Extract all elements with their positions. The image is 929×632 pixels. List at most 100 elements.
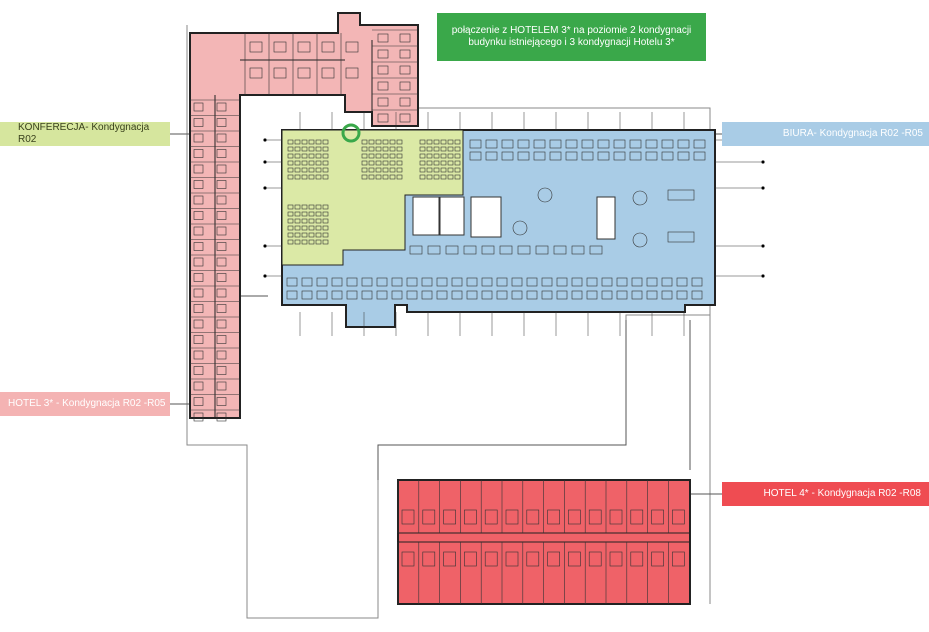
conference-seat — [433, 167, 440, 173]
conference-seat — [368, 153, 375, 159]
hotel3-bed — [216, 195, 227, 205]
hotel3-bed — [249, 67, 263, 79]
office-desk — [451, 277, 463, 287]
conference-seat — [315, 218, 322, 224]
axis-marker — [263, 138, 267, 142]
conference-seat — [382, 167, 389, 173]
office-desk — [501, 139, 514, 149]
axis-marker — [761, 186, 765, 190]
conference-seat — [433, 160, 440, 166]
conference-seat — [301, 153, 308, 159]
conference-seat — [308, 146, 315, 152]
office-desk — [541, 277, 553, 287]
conference-seat — [361, 174, 368, 180]
office-desk — [511, 290, 523, 300]
hotel4-bed — [401, 551, 415, 567]
office-desk — [693, 139, 706, 149]
connection-marker — [341, 123, 361, 143]
conference-seat — [308, 232, 315, 238]
conference-seat — [308, 174, 315, 180]
hotel3-bed — [193, 211, 204, 220]
conference-seat — [440, 167, 447, 173]
hotel3-bed — [216, 319, 227, 329]
hotel3-bed — [399, 113, 411, 123]
office-desk — [316, 290, 328, 300]
conference-seat — [308, 225, 315, 231]
conference-seat — [419, 153, 426, 159]
conference-seat — [447, 160, 454, 166]
conference-seat — [419, 160, 426, 166]
conference-seat — [294, 218, 301, 224]
hotel3-bed — [345, 41, 359, 53]
hotel3-bed — [216, 304, 227, 313]
hotel3-bed — [216, 242, 227, 251]
office-desk — [526, 277, 538, 287]
hotel3-bed — [321, 67, 335, 79]
conference-seat — [382, 160, 389, 166]
office-desk — [469, 151, 482, 161]
hotel4-bed — [547, 551, 560, 567]
office-desk — [535, 245, 549, 255]
conference-seat — [375, 174, 382, 180]
hotel4-room-grid — [397, 480, 685, 604]
office-desk — [541, 290, 553, 300]
office-desk — [406, 290, 418, 300]
office-desk — [361, 290, 373, 300]
hotel3-bed — [193, 350, 204, 360]
office-desk — [533, 151, 546, 161]
conference-seat — [396, 160, 403, 166]
conference-seat — [419, 167, 426, 173]
office-desk — [496, 277, 508, 287]
office-desk — [661, 139, 674, 149]
hotel4-bed — [505, 509, 519, 525]
conference-seat — [315, 153, 322, 159]
conference-seat — [294, 204, 301, 210]
hotel4-bed — [484, 551, 498, 567]
conference-seat — [301, 167, 308, 173]
office-desk — [496, 290, 508, 300]
conference-seat — [361, 160, 368, 166]
conference-seat — [308, 153, 315, 159]
conference-seat — [454, 174, 461, 180]
conference-seat — [322, 232, 329, 238]
conference-seat — [375, 160, 382, 166]
conference-seat — [294, 167, 301, 173]
office-desk — [361, 277, 373, 287]
conference-seat — [322, 146, 329, 152]
hotel4-bed — [568, 551, 581, 567]
office-desk — [556, 277, 568, 287]
hotel4-bed — [401, 509, 415, 525]
conference-seat — [389, 139, 396, 145]
hotel4-bed — [443, 509, 456, 525]
hotel3-area — [189, 12, 419, 419]
hotel3-bed — [321, 41, 335, 53]
hotel3-bed — [216, 273, 227, 282]
office-desk — [511, 277, 523, 287]
conference-seat — [287, 139, 294, 145]
conference-seat — [322, 160, 329, 166]
conference-seat — [308, 239, 315, 245]
office-desk — [421, 290, 433, 300]
office-desk — [517, 139, 530, 149]
hotel3-bed — [193, 257, 204, 267]
hotel3-bed — [399, 97, 411, 107]
hotel4-bed — [422, 551, 436, 567]
hotel3-bed — [193, 412, 204, 422]
office-desk — [517, 245, 531, 255]
conference-seat — [361, 167, 368, 173]
office-desk — [616, 277, 628, 287]
office-desk — [556, 290, 568, 300]
conference-seat — [447, 139, 454, 145]
conference-seat — [322, 139, 329, 145]
conference-seat — [322, 167, 329, 173]
hotel3-label: HOTEL 3* - Kondygnacja R02 -R05 — [0, 392, 170, 416]
office-desk — [391, 277, 403, 287]
conference-seat — [375, 167, 382, 173]
conference-seat — [315, 174, 322, 180]
conference-label: KONFERECJA- Kondygnacja R02 — [0, 122, 170, 146]
conference-seat — [315, 239, 322, 245]
conference-seat — [287, 174, 294, 180]
structural-axes — [263, 112, 765, 336]
hotel3-bed — [216, 288, 227, 298]
office-desk — [421, 277, 433, 287]
